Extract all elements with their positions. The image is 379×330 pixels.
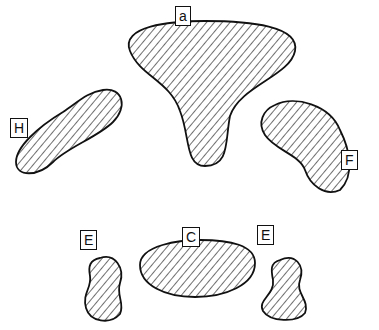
letter-tag: F <box>341 150 358 170</box>
blob-outline <box>261 101 349 192</box>
letter-tag: E <box>80 230 97 250</box>
blob-outline <box>140 240 255 297</box>
letter-tag: a <box>175 6 191 26</box>
blob-outline <box>85 257 122 321</box>
hatched-region: E <box>80 228 130 326</box>
hatched-region: H <box>8 82 128 182</box>
letter-tag: H <box>10 118 28 138</box>
blob-shape <box>255 95 370 200</box>
hatched-region: C <box>130 225 260 303</box>
hatched-region: F <box>255 95 370 200</box>
blob-outline <box>262 258 306 320</box>
blob-outline <box>16 90 122 174</box>
letter-tag: C <box>182 227 200 247</box>
letter-tag: E <box>257 225 274 245</box>
hatched-region: E <box>255 225 315 325</box>
blob-outline <box>129 21 296 166</box>
